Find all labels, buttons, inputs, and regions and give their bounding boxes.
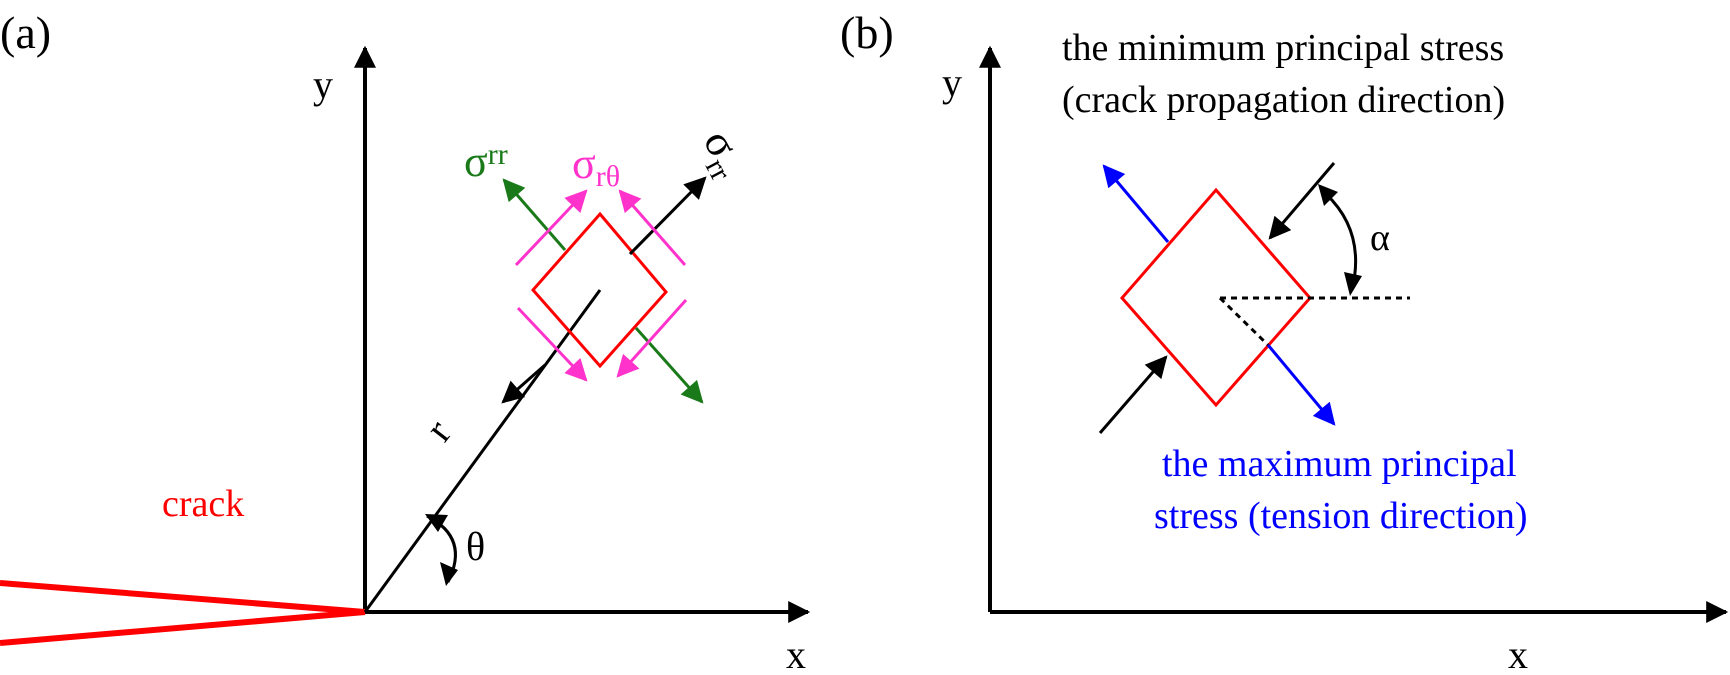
sigma-rr-green-arrow-upper [502,178,567,251]
sigma-rr-black-label: σrr [688,121,758,186]
min-stress-arrow-upper [1268,162,1336,240]
theta-arrow-head-bottom [440,562,458,586]
sigma-rr-green-arrow-lower [634,327,704,404]
normal-reference-dashed [1218,296,1270,347]
panel-a-label: (a) [0,7,51,58]
radius-line [363,289,602,613]
sigma-rr-green-label: σrr [464,137,508,186]
max-stress-line2: stress (tension direction) [1154,495,1528,537]
crack-lower-face [0,609,366,646]
min-stress-line1: the minimum principal stress [1062,27,1504,69]
max-stress-arrow-upper [1102,164,1170,243]
y-axis-label-a: y [313,62,333,107]
theta-arrow-head-top [425,514,448,532]
stress-element-b [1120,187,1312,408]
x-axis-label-b: x [1508,632,1528,675]
sigma-rtheta-arrow-lower-right [616,298,688,378]
max-stress-line1: the maximum principal [1162,443,1517,485]
y-axis-label-b: y [942,60,962,105]
panel-b-label: (b) [840,7,894,58]
theta-label: θ [466,524,485,569]
sigma-rr-black-arrow [628,176,707,256]
crack-label: crack [162,483,244,525]
x-axis-label-a: x [786,632,806,675]
sigma-rtheta-label: σrθ [572,139,620,193]
sigma-rtheta-arrow-lower-left [516,306,588,382]
panel-a: (a) y x crack r θ σrr σrr σrθ [0,7,811,675]
stress-element-a [531,211,668,369]
max-stress-arrow-lower [1266,344,1336,426]
alpha-arrow-head-bottom [1344,272,1362,296]
crack-upper-face [0,580,366,615]
min-stress-arrow-lower [1098,355,1168,434]
min-stress-line2: (crack propagation direction) [1062,79,1505,121]
r-label: r [416,411,460,449]
radius-arrow [501,363,546,404]
sigma-rtheta-arrow-upper-left [514,189,588,267]
alpha-label: α [1370,217,1390,259]
sigma-rtheta-arrow-upper-right [618,189,687,266]
alpha-arrow-head-top [1318,184,1338,206]
panel-b: (b) y x the minimum principal stress (cr… [840,7,1729,675]
